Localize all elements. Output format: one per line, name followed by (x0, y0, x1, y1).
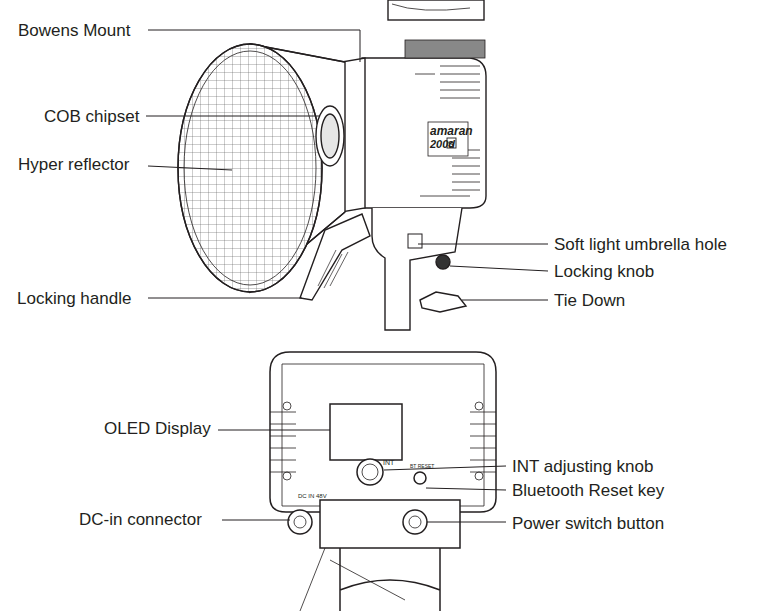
part-label: Tie Down (554, 292, 625, 309)
panel-marking: DC IN 48V (298, 493, 327, 499)
part-label: Power switch button (512, 515, 664, 532)
part-label: OLED Display (104, 420, 211, 437)
part-label: Locking handle (17, 290, 131, 307)
brand-mark: amaran (430, 125, 473, 137)
panel-marking: BT RESET (410, 464, 434, 469)
part-label: INT adjusting knob (512, 458, 653, 475)
part-label: Soft light umbrella hole (554, 236, 727, 253)
model-mark: S (448, 140, 454, 149)
part-label: Bowens Mount (18, 22, 130, 39)
part-label: Hyper reflector (18, 156, 129, 173)
part-label: Bluetooth Reset key (512, 482, 664, 499)
part-label: COB chipset (44, 108, 139, 125)
panel-marking: INT (383, 459, 394, 466)
part-label: DC-in connector (79, 511, 202, 528)
part-label: Locking knob (554, 263, 654, 280)
